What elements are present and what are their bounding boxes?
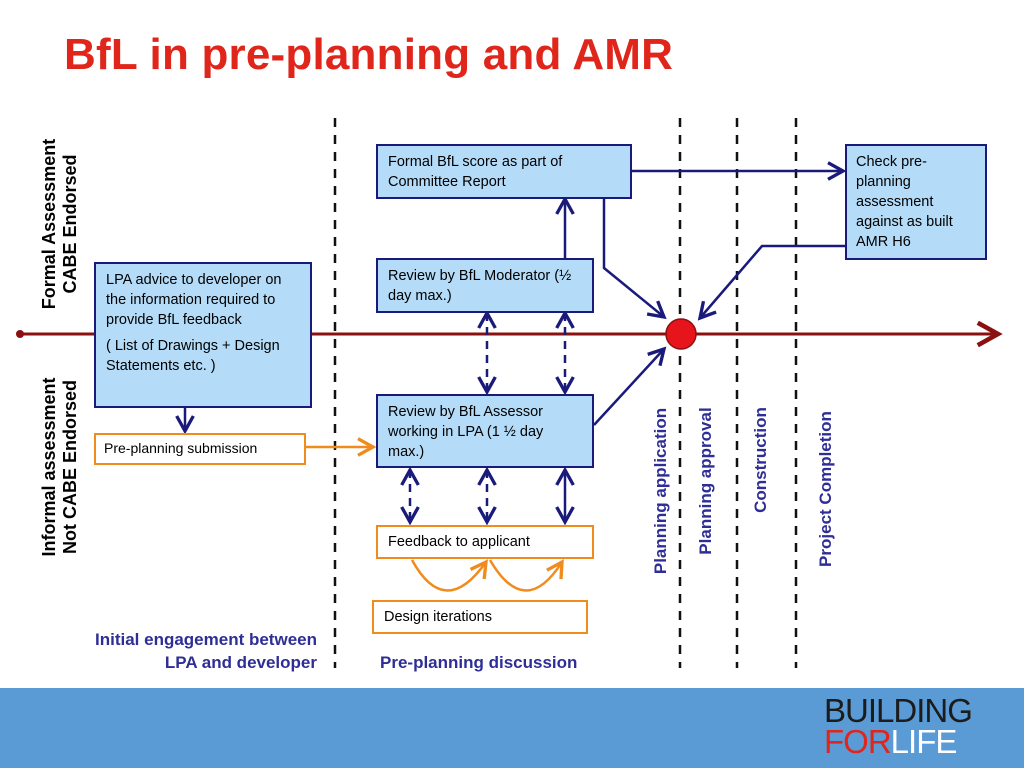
pre-planning-submission-box: Pre-planning submission bbox=[94, 433, 306, 465]
initial-engagement-line2: LPA and developer bbox=[164, 653, 317, 672]
pre-planning-submission-text: Pre-planning submission bbox=[104, 440, 258, 456]
review-moderator-box: Review by BfL Moderator (½ day max.) bbox=[376, 258, 594, 313]
logo-life-text: LIFE bbox=[890, 723, 958, 760]
formal-assessment-line2: CABE Endorsed bbox=[60, 154, 80, 294]
check-amr-text: Check pre-planning assessment against as… bbox=[856, 154, 953, 250]
stage-project-completion: Project Completion bbox=[816, 411, 835, 567]
lpa-advice-text: LPA advice to developer on the informati… bbox=[106, 272, 282, 328]
initial-engagement-line1: Initial engagement between bbox=[95, 630, 317, 649]
stage-planning-approval: Planning approval bbox=[696, 407, 715, 555]
lpa-advice-note: ( List of Drawings + Design Statements e… bbox=[106, 338, 280, 374]
formal-score-text: Formal BfL score as part of Committee Re… bbox=[388, 154, 563, 190]
feedback-box: Feedback to applicant bbox=[376, 525, 594, 559]
informal-assessment-line1: Informal assessment bbox=[39, 377, 59, 557]
stage-planning-application: Planning application bbox=[651, 407, 670, 575]
review-assessor-box: Review by BfL Assessor working in LPA (1… bbox=[376, 394, 594, 468]
building-for-life-logo: BUILDING FORLIFE bbox=[824, 692, 984, 758]
feedback-text: Feedback to applicant bbox=[388, 534, 530, 550]
design-iterations-text: Design iterations bbox=[384, 609, 492, 625]
iteration-loop-1 bbox=[410, 560, 486, 592]
formal-score-box: Formal BfL score as part of Committee Re… bbox=[376, 144, 632, 199]
arrow-assessor-to-milestone bbox=[593, 349, 664, 426]
informal-assessment-label: Informal assessment Not CABE Endorsed bbox=[39, 349, 83, 585]
formal-assessment-label: Formal Assessment CABE Endorsed bbox=[39, 124, 83, 324]
arrow-check-to-milestone bbox=[700, 244, 845, 318]
stage-construction: Construction bbox=[751, 407, 770, 513]
review-assessor-text: Review by BfL Assessor working in LPA (1… bbox=[388, 404, 544, 460]
iteration-loop-2 bbox=[488, 560, 562, 592]
formal-assessment-line1: Formal Assessment bbox=[39, 138, 59, 310]
slide-title: BfL in pre-planning and AMR bbox=[64, 30, 674, 79]
logo-building-text: BUILDING bbox=[824, 692, 973, 729]
informal-assessment-line2: Not CABE Endorsed bbox=[60, 380, 80, 555]
initial-engagement-label: Initial engagement between LPA and devel… bbox=[40, 628, 317, 674]
design-iterations-box: Design iterations bbox=[372, 600, 588, 634]
review-moderator-text: Review by BfL Moderator (½ day max.) bbox=[388, 268, 572, 304]
logo-for-life: FORLIFE bbox=[824, 725, 984, 758]
lpa-advice-box: LPA advice to developer on the informati… bbox=[94, 262, 312, 408]
arrow-formal-to-milestone bbox=[602, 199, 664, 317]
planning-milestone bbox=[665, 318, 697, 350]
footer-band bbox=[0, 688, 1024, 768]
check-amr-box: Check pre-planning assessment against as… bbox=[845, 144, 987, 260]
logo-for-text: FOR bbox=[824, 723, 892, 760]
pre-planning-discussion-label: Pre-planning discussion bbox=[380, 653, 578, 672]
